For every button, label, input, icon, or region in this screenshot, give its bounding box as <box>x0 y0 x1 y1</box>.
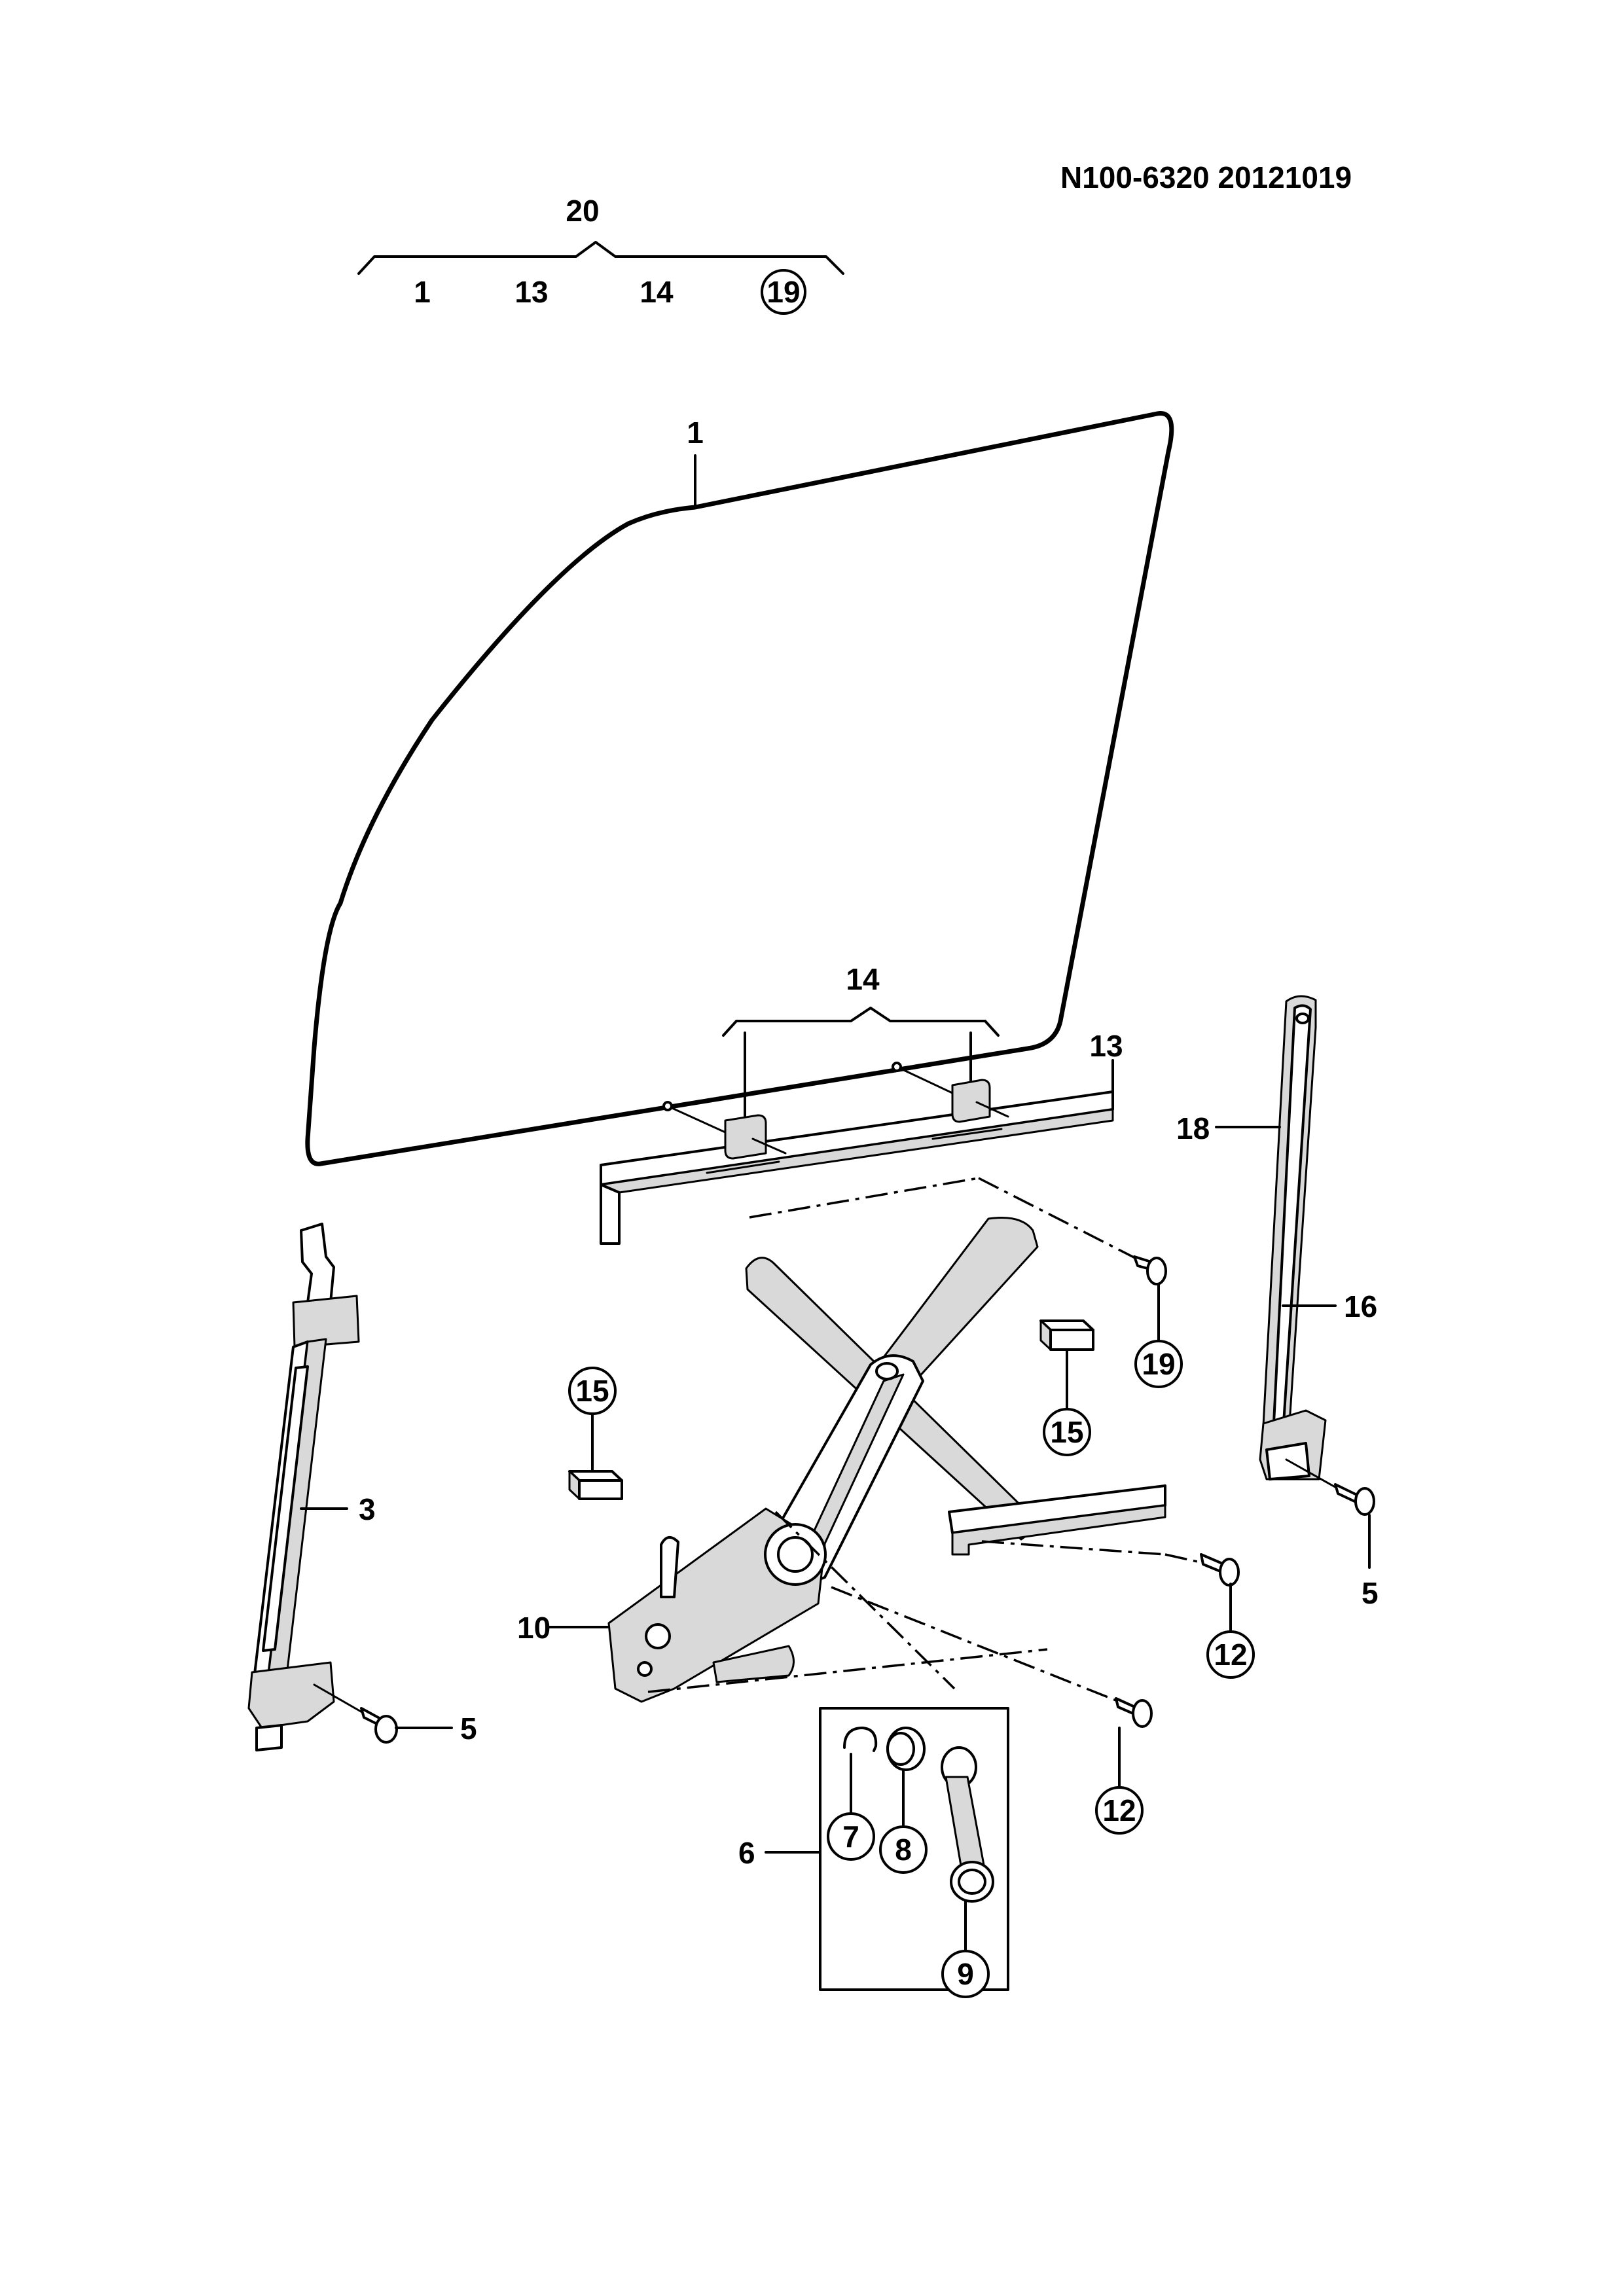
front-run-channel: 18 16 <box>1176 995 1377 1480</box>
kit-item-19-circle <box>761 269 806 315</box>
bolt-12-lower: 12 <box>1095 1697 1153 1835</box>
bolt-19: 19 <box>1133 1255 1183 1388</box>
glass-clips: 14 <box>662 962 1009 1174</box>
stopper-15-left: 15 <box>568 1367 623 1500</box>
callout-15-right: 15 <box>1050 1415 1083 1449</box>
handle-kit: 6 7 8 9 <box>738 1707 1009 1998</box>
callout-5-left: 5 <box>460 1712 477 1746</box>
stopper-15-right: 15 <box>1039 1319 1094 1456</box>
window-regulator: 10 <box>517 1216 1166 1703</box>
callout-18: 18 <box>1176 1111 1210 1145</box>
kit-item-19: 19 <box>767 275 800 309</box>
callout-19: 19 <box>1142 1347 1175 1381</box>
kit-number: 20 <box>566 194 599 228</box>
rear-guide-rail: 3 <box>247 1223 376 1751</box>
callout-5-right: 5 <box>1362 1576 1379 1610</box>
callout-9: 9 <box>957 1957 974 1991</box>
kit-item-13: 13 <box>514 275 548 309</box>
kit-20-group: 20 1 13 14 19 <box>357 194 844 315</box>
diagram-code: N100-6320 20121019 <box>1060 160 1352 194</box>
callout-10: 10 <box>517 1611 550 1645</box>
callout-14: 14 <box>846 962 880 996</box>
callout-6: 6 <box>738 1836 755 1870</box>
kit-item-1: 1 <box>414 275 431 309</box>
door-glass: 1 <box>305 411 1174 1166</box>
callout-12-upper: 12 <box>1214 1638 1247 1672</box>
bolt-5-left: 5 <box>313 1683 477 1746</box>
callout-3: 3 <box>359 1492 376 1526</box>
kit-item-14: 14 <box>640 275 674 309</box>
bolt-12-upper: 12 <box>1200 1553 1255 1679</box>
callout-12-lower: 12 <box>1102 1793 1136 1827</box>
bolt-5-right: 5 <box>1285 1458 1379 1610</box>
callout-7: 7 <box>842 1820 859 1854</box>
brace-14 <box>722 1007 1000 1037</box>
kit-brace <box>357 241 844 275</box>
callout-8: 8 <box>895 1833 912 1867</box>
callout-13: 13 <box>1089 1029 1123 1063</box>
callout-16: 16 <box>1344 1289 1377 1323</box>
callout-15-left: 15 <box>575 1374 609 1408</box>
callout-1: 1 <box>687 416 704 450</box>
